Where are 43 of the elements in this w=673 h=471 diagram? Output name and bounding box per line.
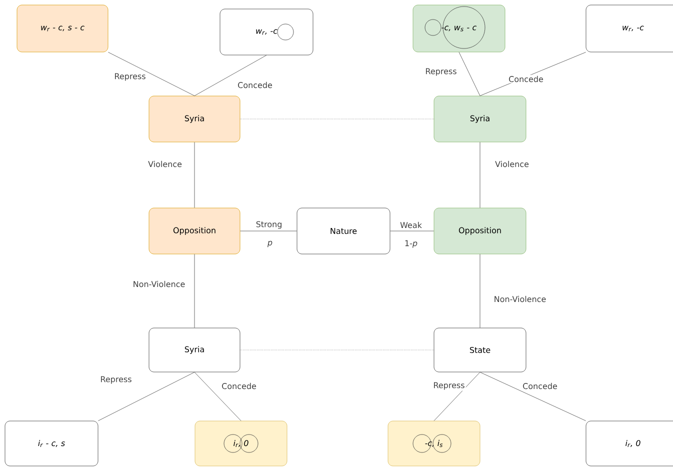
edge-label: Repress: [424, 67, 458, 77]
edge-label: Violence: [494, 160, 530, 168]
connector-line: [194, 372, 242, 421]
payoff-box: w$_{r}$ - c, s - c: [16, 4, 108, 52]
edge-label: Repress: [99, 375, 133, 385]
payoff-box: i$_{r}$, 0: [586, 420, 673, 466]
edge-label: Repress: [432, 381, 466, 391]
decision-box: Syria: [434, 96, 526, 142]
payoff-box: -c, i$_{s}$: [388, 420, 480, 466]
connector-line: [194, 254, 195, 328]
edge-label: Concede: [508, 74, 544, 84]
payoff-box: i$_{r}$, 0: [194, 420, 288, 466]
edge-label: Strong: [254, 220, 284, 230]
probability-label: p: [267, 240, 272, 248]
decision-box: Syria: [148, 328, 240, 372]
connector-line: [98, 372, 195, 421]
decision-box: Opposition: [148, 208, 240, 254]
connector-line: [434, 372, 480, 421]
probability-label: 1-p: [405, 240, 418, 248]
edge-label: Non-Violence: [492, 294, 548, 304]
payoff-box: w$_{r}$, -c: [220, 8, 314, 56]
decision-box: Opposition: [434, 208, 526, 254]
decision-box: Syria: [148, 96, 240, 142]
edge-label: Weak: [399, 220, 423, 230]
edge-label: Concede: [220, 382, 258, 390]
chance-box: Nature: [296, 208, 390, 254]
edge-label: Repress: [113, 72, 147, 82]
edge-label: Violence: [147, 160, 183, 168]
payoff-box: w$_{r}$, -c: [586, 4, 673, 52]
payoff-box: i$_{r}$ - c, s: [4, 420, 98, 466]
connector-line: [390, 230, 434, 232]
edge-label: Concede: [236, 80, 274, 90]
edge-label: Concede: [522, 382, 558, 390]
connector-line: [458, 52, 480, 96]
decision-box: State: [434, 328, 526, 372]
connector-line: [240, 230, 297, 232]
connector-line: [194, 142, 195, 208]
payoff-box: -c, w$_{s}$ - c: [412, 4, 506, 52]
edge-label: Non-Violence: [132, 280, 186, 288]
connector-line: [108, 52, 195, 96]
connector-line: [194, 55, 267, 96]
connector-line: [480, 372, 586, 421]
connector-line: [240, 118, 434, 120]
